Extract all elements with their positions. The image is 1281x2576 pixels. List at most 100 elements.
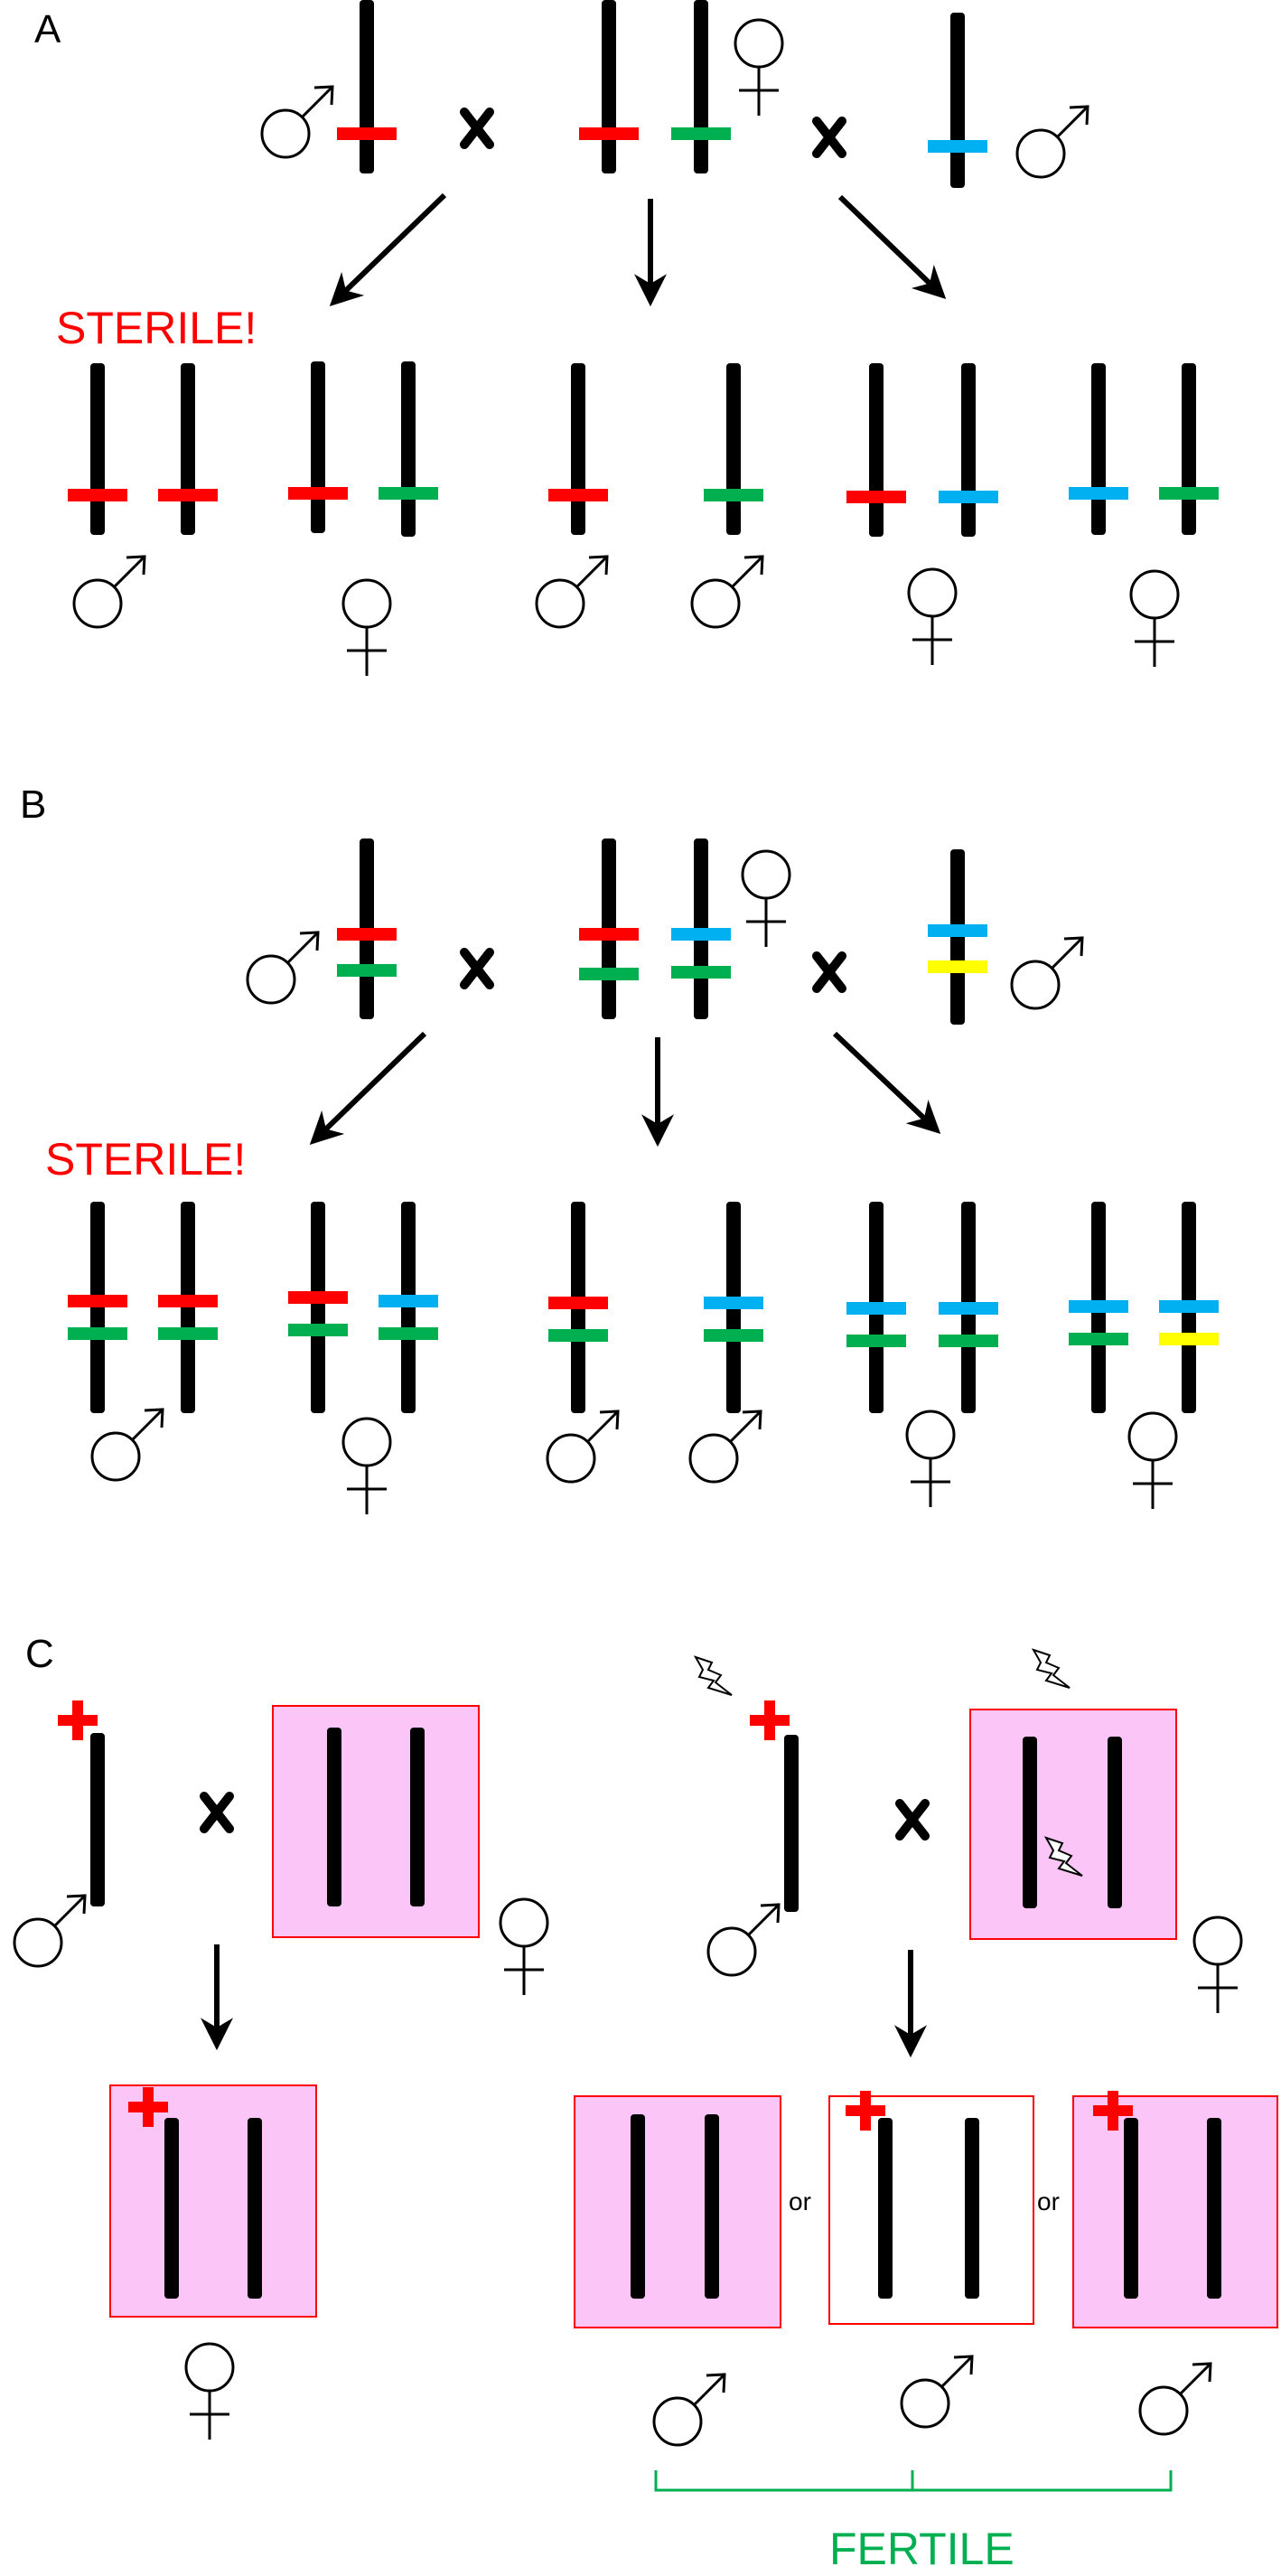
male-head xyxy=(66,1894,87,1915)
male-symbol-icon xyxy=(13,1894,87,1968)
plus-mark-icon xyxy=(1093,2091,1133,2131)
band-red xyxy=(68,1295,127,1307)
male-circle xyxy=(1010,960,1061,1010)
male-shaft xyxy=(130,1408,164,1442)
band-red xyxy=(68,489,127,501)
diagram-shapes xyxy=(13,0,1278,2492)
female-symbol-icon xyxy=(1127,1411,1178,1509)
male-head xyxy=(953,2355,974,2375)
band-red xyxy=(548,489,608,501)
male-head xyxy=(588,555,609,576)
female-circle xyxy=(184,2342,235,2393)
chromosome xyxy=(311,1202,325,1413)
male-head xyxy=(599,1410,620,1430)
female-symbol-icon xyxy=(341,578,392,676)
male-symbol-icon xyxy=(72,555,146,629)
female-circle xyxy=(907,567,958,618)
male-symbol-icon xyxy=(535,555,609,629)
chromosome xyxy=(360,0,374,173)
female-circle xyxy=(1192,1916,1243,1966)
cell-box xyxy=(574,2095,781,2328)
female-circle xyxy=(905,1410,956,1460)
chromosome xyxy=(164,2118,179,2299)
band-green xyxy=(671,966,731,979)
male-circle xyxy=(1138,2385,1189,2436)
male-head xyxy=(299,931,320,951)
band-green xyxy=(1159,487,1219,500)
cross-line xyxy=(460,108,494,149)
male-shaft xyxy=(1055,105,1089,139)
band-red xyxy=(337,127,397,140)
panel-label-c: C xyxy=(25,1632,54,1676)
male-shaft xyxy=(940,2355,974,2389)
band-green xyxy=(1069,1333,1128,1345)
band-green xyxy=(704,489,763,501)
cell-box xyxy=(828,2095,1034,2325)
cell-box xyxy=(109,2084,317,2318)
male-symbol-icon xyxy=(246,931,320,1005)
chromosome xyxy=(631,2114,645,2299)
chromosome xyxy=(401,361,416,537)
male-head xyxy=(706,2373,726,2393)
arrow-icon xyxy=(837,194,947,299)
cross-line xyxy=(460,948,494,989)
band-green xyxy=(379,1327,438,1340)
male-circle xyxy=(652,2396,703,2447)
male-shaft xyxy=(300,85,334,119)
lightning-bolt-icon xyxy=(693,1655,733,1696)
female-symbol-icon xyxy=(905,1410,956,1507)
male-circle xyxy=(1015,128,1066,179)
male-circle xyxy=(260,108,311,159)
band-green xyxy=(671,127,731,140)
chromosome xyxy=(1023,1737,1037,1908)
arrow-icon xyxy=(329,192,447,307)
male-shaft xyxy=(730,555,764,589)
female-symbol-icon xyxy=(907,567,958,665)
plus-mark-icon xyxy=(750,1700,790,1740)
band-blue xyxy=(939,1302,998,1315)
male-head xyxy=(126,555,146,576)
male-head xyxy=(760,1903,781,1924)
band-green xyxy=(579,968,639,980)
chromosome xyxy=(878,2118,893,2299)
band-red xyxy=(337,928,397,941)
chromosome xyxy=(784,1735,799,1912)
male-symbol-icon xyxy=(260,85,334,159)
male-symbol-icon xyxy=(1138,2362,1212,2436)
band-green xyxy=(704,1329,763,1342)
male-shaft xyxy=(1050,936,1084,970)
chromosome xyxy=(571,363,585,535)
chromosome xyxy=(1207,2118,1221,2299)
chromosome xyxy=(869,363,884,537)
band-yellow xyxy=(928,960,987,973)
chromosome xyxy=(327,1728,341,1906)
band-green xyxy=(288,1324,348,1336)
band-green xyxy=(939,1335,998,1347)
chromosome xyxy=(602,0,616,173)
arrow-icon xyxy=(309,1031,427,1146)
cross-x-icon xyxy=(460,948,494,989)
chromosome xyxy=(965,2118,979,2299)
male-circle xyxy=(90,1431,141,1482)
female-circle xyxy=(341,1417,392,1467)
band-blue xyxy=(704,1297,763,1309)
female-circle xyxy=(341,578,392,629)
male-shaft xyxy=(112,555,146,589)
chromosome xyxy=(90,363,105,535)
band-green xyxy=(379,487,438,500)
chromosome xyxy=(726,363,741,535)
female-circle xyxy=(741,849,791,900)
male-head xyxy=(313,85,334,106)
sterile-label-b: STERILE! xyxy=(45,1134,246,1185)
female-circle xyxy=(499,1897,549,1948)
male-shaft xyxy=(746,1903,781,1937)
female-symbol-icon xyxy=(184,2342,235,2440)
plus-mark-icon xyxy=(846,2091,885,2131)
band-red xyxy=(288,487,348,500)
band-yellow xyxy=(1159,1333,1219,1345)
band-blue xyxy=(928,924,987,937)
chromosome xyxy=(1182,363,1196,535)
chromosome xyxy=(1108,1737,1122,1908)
male-shaft xyxy=(692,2373,726,2407)
band-blue xyxy=(846,1302,906,1315)
